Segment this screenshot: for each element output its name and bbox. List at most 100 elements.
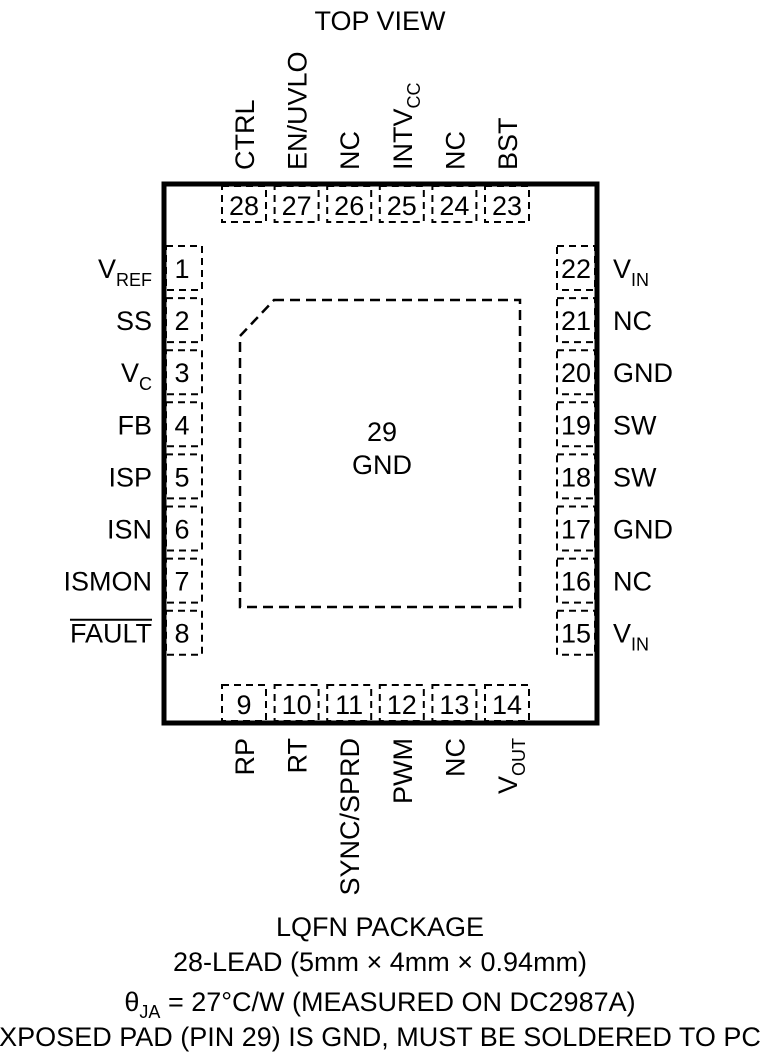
pin-name-10: RT (283, 738, 313, 774)
pin-name-subscript: REF (116, 270, 152, 290)
pin-pad-9 (221, 684, 267, 722)
pin-pad-24 (431, 185, 478, 223)
pin-number-7: 7 (174, 567, 189, 597)
pin-number-17: 17 (561, 515, 591, 545)
pin-name-main: NC (613, 306, 652, 336)
pin-number-19: 19 (561, 410, 591, 440)
pin-number-23: 23 (492, 191, 522, 221)
pin-number-12: 12 (387, 690, 417, 720)
pin-name-main: SW (613, 410, 657, 440)
thermal-resistance: θJA = 27°C/W (MEASURED ON DC2987A) (124, 987, 635, 1022)
pin-name-main: CTRL (230, 99, 260, 170)
pin-number-1: 1 (174, 254, 189, 284)
pin-name-4: FB (117, 410, 152, 440)
pin-pad-1 (165, 245, 203, 291)
pin-name-main: V (493, 776, 523, 794)
pin-pad-19 (556, 401, 596, 448)
pin-pad-13 (431, 684, 478, 722)
pin-name-23: BST (493, 117, 523, 170)
exposed-pad-note: EXPOSED PAD (PIN 29) IS GND, MUST BE SOL… (0, 1022, 760, 1052)
pin-number-18: 18 (561, 462, 591, 492)
pin-pad-14 (484, 684, 530, 722)
pin-pad-4 (165, 401, 203, 448)
pin-name-main: PWM (388, 738, 418, 804)
pin-name-main: RP (230, 738, 260, 776)
pin-name-16: NC (613, 567, 652, 597)
pin-name-main: ISN (107, 515, 152, 545)
pin-name-18: SW (613, 462, 657, 492)
pin-name-main: V (613, 254, 631, 284)
pin-pad-6 (165, 505, 203, 552)
pin-pad-26 (326, 185, 373, 223)
pin-pad-17 (556, 505, 596, 552)
pin-name-20: GND (613, 358, 673, 388)
pin-pad-21 (556, 297, 596, 344)
pin-name-24: NC (440, 131, 470, 170)
pin-name-main: ISMON (63, 567, 152, 597)
pin-pad-22 (556, 245, 596, 291)
pin-name-subscript: OUT (509, 738, 529, 776)
exposed-pad-outline (238, 298, 522, 609)
pin-pad-28 (221, 185, 267, 223)
pin-number-13: 13 (439, 690, 469, 720)
pin-name-22: VIN (613, 254, 649, 290)
pin-name-main: FB (117, 410, 152, 440)
pin-name-26: NC (335, 131, 365, 170)
pin-pad-16 (556, 557, 596, 604)
pin-name-main: NC (613, 567, 652, 597)
pin-name-main: INTV (388, 108, 418, 170)
pin-pad-18 (556, 453, 596, 500)
top-view-title: TOP VIEW (314, 6, 446, 36)
pin-name-main: RT (283, 738, 313, 774)
pin-number-16: 16 (561, 567, 591, 597)
pin-name-main: NC (335, 131, 365, 170)
package-body (161, 181, 600, 726)
pin-pad-11 (326, 684, 373, 722)
pin-name-7: ISMON (63, 567, 152, 597)
pin-name-1: VREF (98, 254, 152, 290)
pin-name-main: SYNC/SPRD (335, 738, 365, 896)
pin-name-17: GND (613, 515, 673, 545)
pin-number-2: 2 (174, 306, 189, 336)
pin-number-27: 27 (282, 191, 312, 221)
pin-name-main: NC (440, 131, 470, 170)
pin-number-8: 8 (174, 619, 189, 649)
pin-name-subscript: IN (631, 635, 649, 655)
pin-name-main: SS (116, 306, 152, 336)
pin-pad-27 (273, 185, 320, 223)
pin-name-main: V (613, 619, 631, 649)
pin-name-main: GND (613, 358, 673, 388)
pin-name-main: V (121, 358, 139, 388)
pin-number-26: 26 (334, 191, 364, 221)
pin-name-subscript: CC (404, 82, 424, 108)
pin-pad-7 (165, 557, 203, 604)
pin-number-3: 3 (174, 358, 189, 388)
pin-name-main: BST (493, 117, 523, 170)
pin-name-main: ISP (108, 462, 152, 492)
pin-name-subscript: C (139, 374, 152, 394)
theta-value: = 27°C/W (MEASURED ON DC2987A) (160, 987, 635, 1017)
pin-pad-15 (556, 609, 596, 656)
pin-number-14: 14 (492, 690, 522, 720)
pin-name-28: CTRL (230, 99, 260, 170)
pin-name-main: SW (613, 462, 657, 492)
exposed-pad-number: 29 (367, 417, 397, 447)
pin-number-28: 28 (229, 191, 259, 221)
pin-name-19: SW (613, 410, 657, 440)
pin-number-20: 20 (561, 358, 591, 388)
pin-name-11: SYNC/SPRD (335, 738, 365, 896)
exposed-pad-name: GND (352, 450, 412, 480)
pin-name-main: NC (440, 738, 470, 777)
pin-pad-2 (165, 297, 203, 344)
pin-pad-20 (556, 349, 596, 396)
pin-name-2: SS (116, 306, 152, 336)
pin-number-24: 24 (439, 191, 469, 221)
pin-pad-12 (378, 684, 425, 722)
pin-name-14: VOUT (493, 738, 529, 794)
pin-name-25: INTVCC (388, 82, 424, 170)
pin-name-main: FAULT (70, 619, 152, 649)
